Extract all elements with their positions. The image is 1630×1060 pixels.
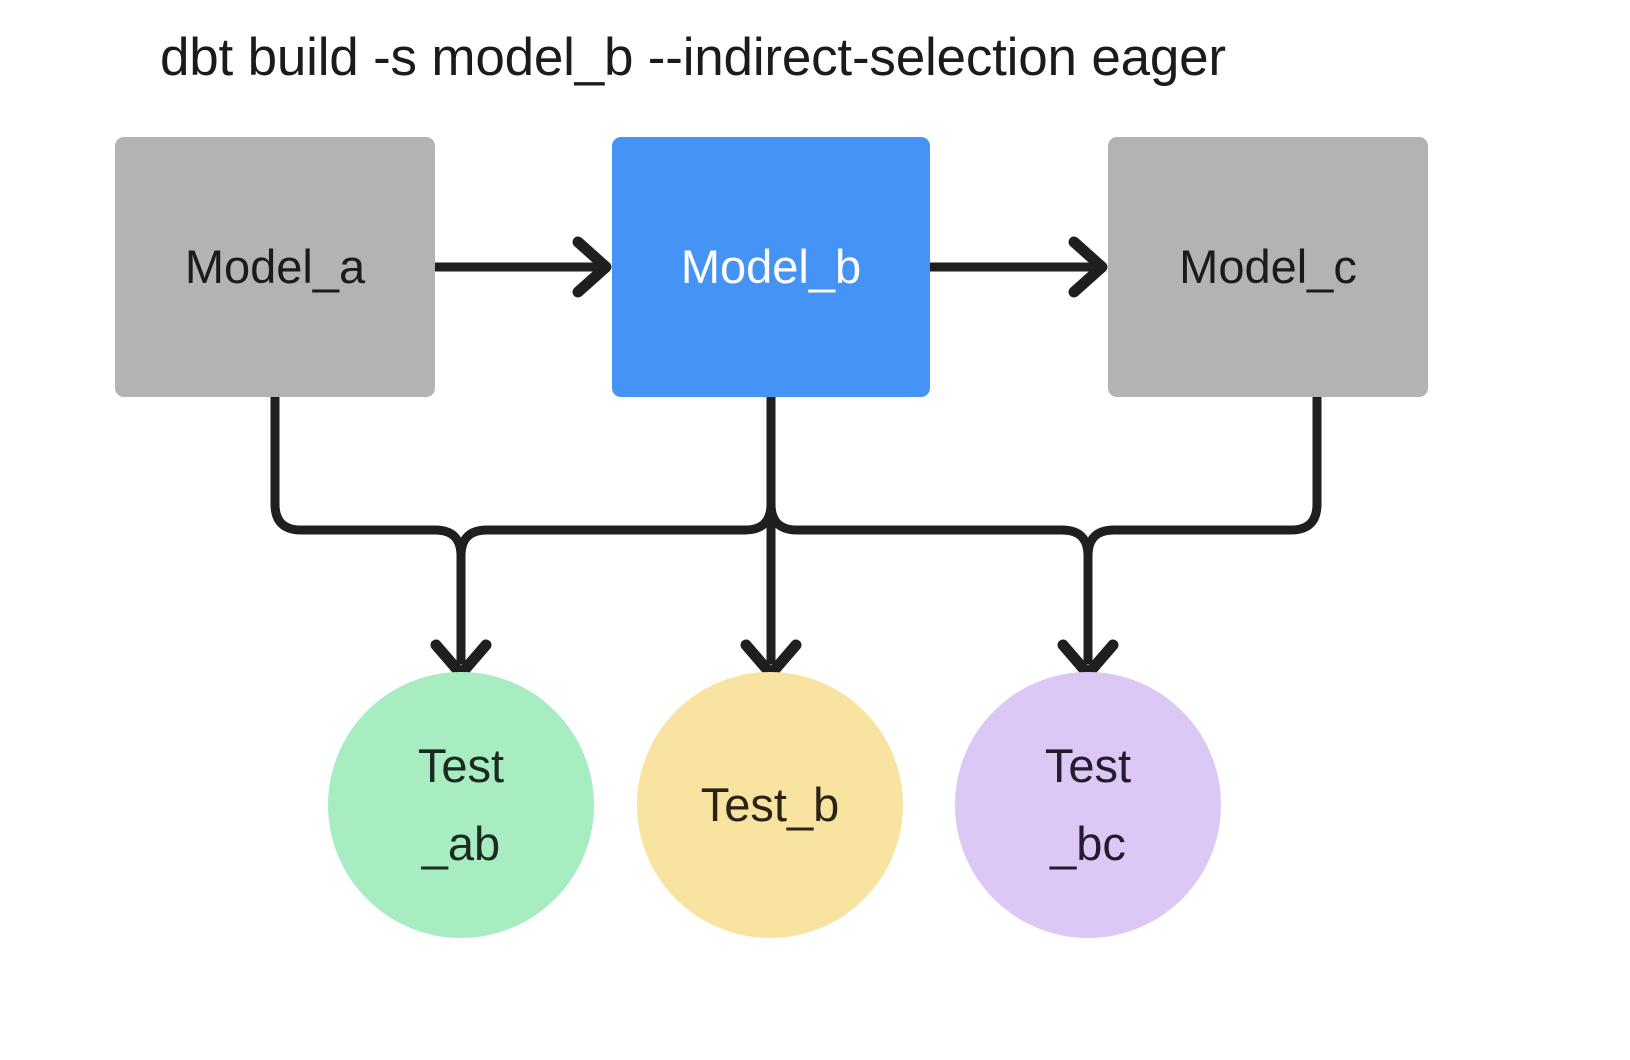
node-model-c-label: Model_c	[1179, 240, 1357, 293]
node-model-a[interactable]: Model_a	[115, 137, 435, 397]
node-model-c[interactable]: Model_c	[1108, 137, 1428, 397]
edge-model-a-to-test-ab	[270, 392, 440, 535]
node-model-a-label: Model_a	[184, 240, 366, 293]
node-model-b[interactable]: Model_b	[612, 137, 930, 397]
node-test-b[interactable]: Test_b	[637, 672, 903, 938]
edge-model-c-to-test-bc	[1109, 392, 1322, 535]
edge-model-b-to-test-b	[740, 392, 802, 680]
node-test-b-label: Test_b	[700, 778, 840, 831]
edge-model-b-to-model-c	[930, 236, 1108, 298]
node-model-b-label: Model_b	[680, 240, 862, 293]
edge-junction-test-ab	[430, 525, 492, 680]
node-test-ab[interactable]: Test _ab	[328, 672, 594, 938]
node-test-bc-label: Test _bc	[1044, 739, 1132, 870]
edge-model-b-to-bus	[482, 392, 1067, 535]
diagram-title: dbt build -s model_b --indirect-selectio…	[160, 28, 1226, 87]
edge-model-a-to-model-b	[435, 236, 612, 298]
node-test-ab-label: Test _ab	[417, 739, 505, 870]
edge-junction-test-bc	[1057, 525, 1119, 680]
node-test-bc[interactable]: Test _bc	[955, 672, 1221, 938]
